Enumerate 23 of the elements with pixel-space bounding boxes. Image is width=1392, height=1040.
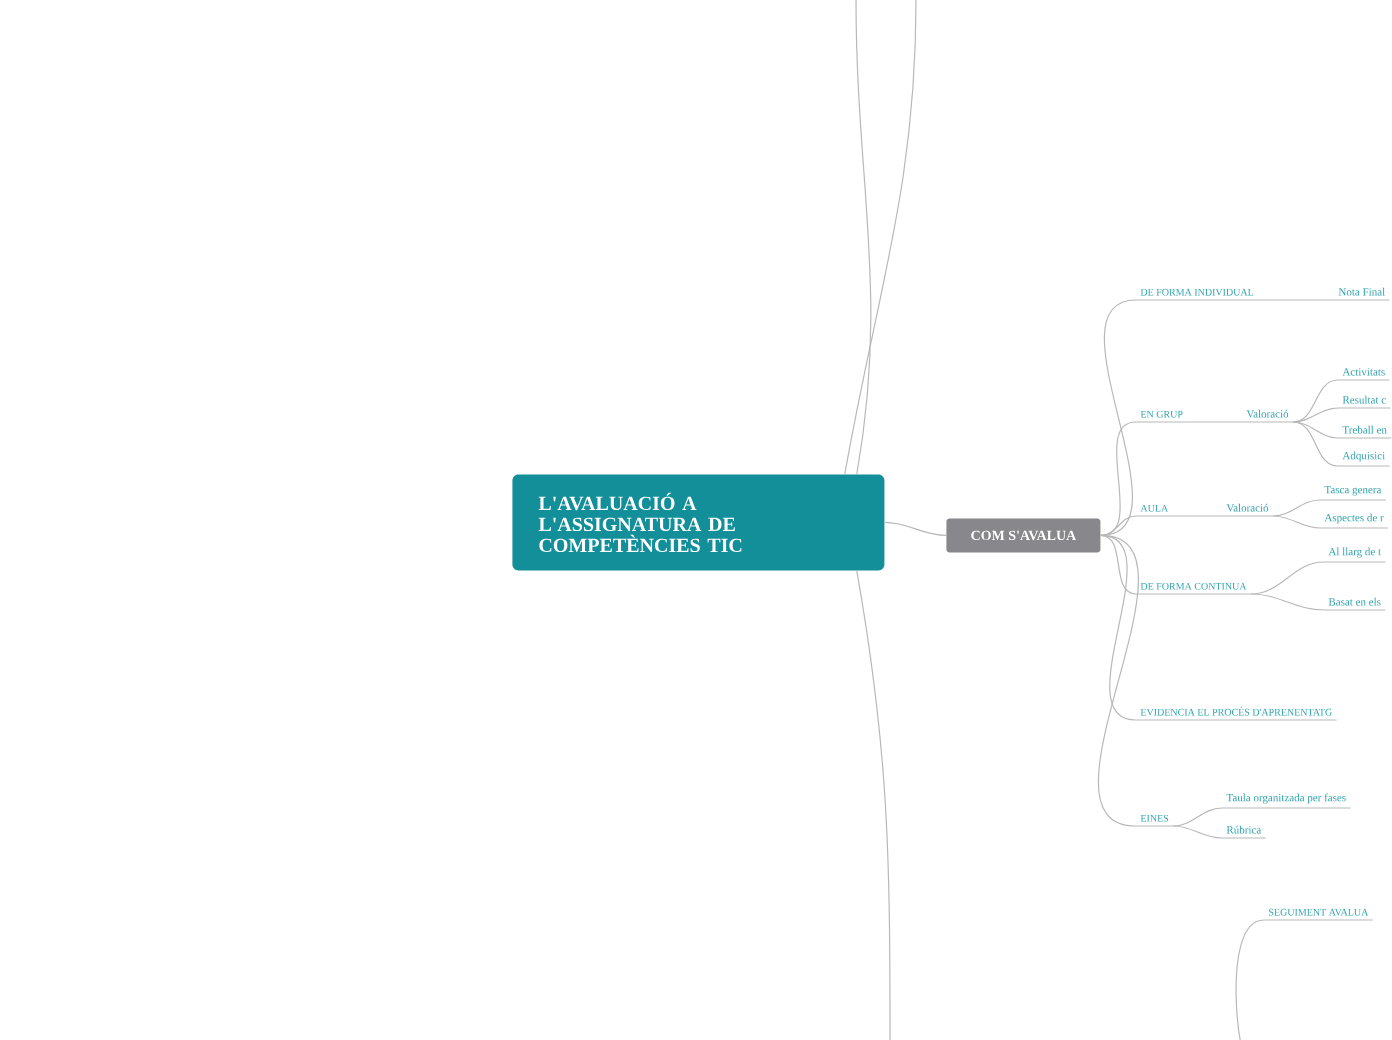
branch-line <box>1186 421 1243 423</box>
branch-line <box>1272 499 1321 517</box>
branch-line <box>1172 825 1223 839</box>
branch-line <box>1272 515 1321 529</box>
branch-line <box>855 0 872 475</box>
branch-line <box>1100 515 1137 536</box>
branch-line <box>1292 421 1339 467</box>
branch-line <box>1257 299 1335 301</box>
branch-line <box>844 0 917 475</box>
branch-line <box>1097 534 1140 827</box>
branch-line <box>1172 807 1223 827</box>
branch-line <box>1250 593 1325 611</box>
branch-line <box>1292 379 1339 423</box>
branch-line <box>1172 515 1223 517</box>
branch-line <box>1292 407 1339 423</box>
branch-line <box>1100 534 1137 721</box>
branch-line <box>856 570 891 1040</box>
topic-box: L'AVALUACIÓ A L'ASSIGNATURA DE COMPETÈNCIES TIC <box>512 474 885 571</box>
branch-line <box>884 521 947 536</box>
branch-line <box>1235 919 1265 1040</box>
branch-line <box>1250 561 1325 595</box>
branch-line <box>1100 534 1137 595</box>
branch-line <box>1100 299 1137 536</box>
